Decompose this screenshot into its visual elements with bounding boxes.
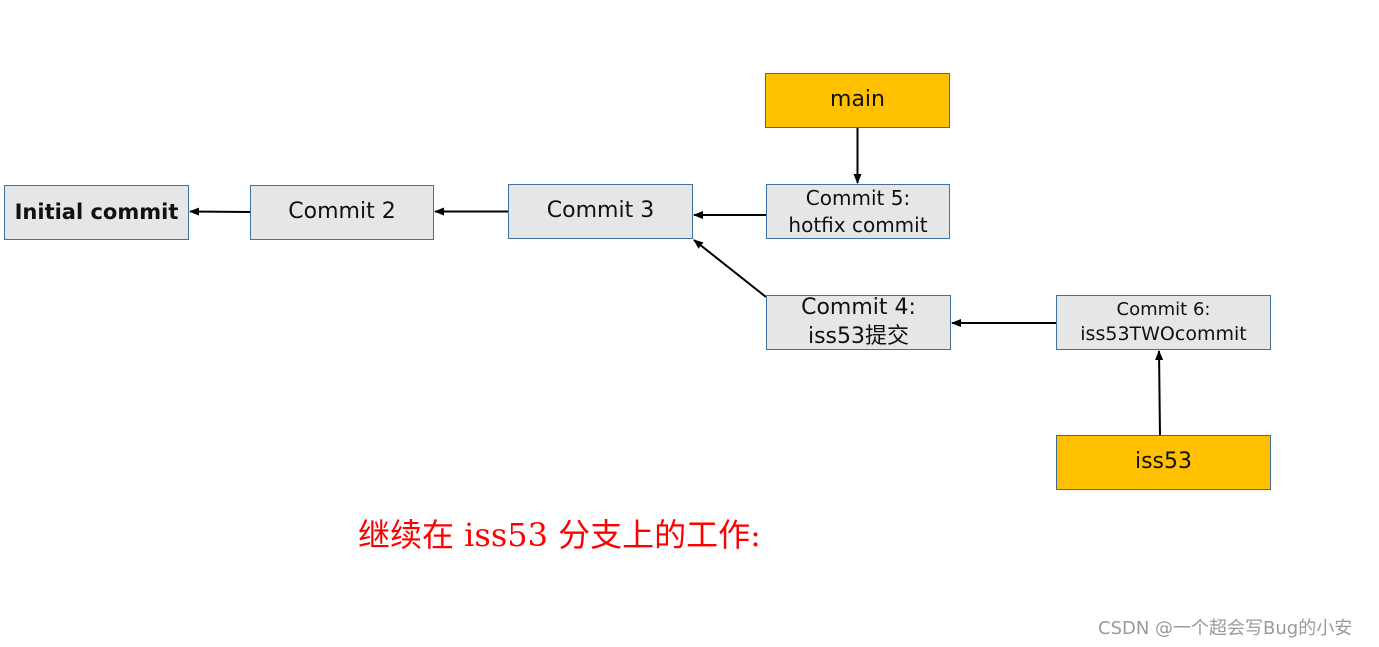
caption-text: 继续在 iss53 分支上的工作: — [358, 516, 761, 554]
commit-label: Commit 2 — [288, 199, 396, 225]
edge-commit4-to-commit3 — [693, 239, 767, 298]
branch-label: main — [830, 87, 885, 113]
commit-node-6: Commit 6: iss53TWOcommit — [1056, 295, 1271, 350]
edge-iss53-to-commit6 — [1155, 350, 1164, 436]
commit-message: iss53TWOcommit — [1080, 322, 1247, 345]
branch-label: iss53 — [1134, 449, 1193, 475]
branch-pointer-iss53: iss53 — [1056, 435, 1271, 490]
commit-message: iss53提交 — [807, 323, 910, 349]
branch-pointer-main: main — [765, 73, 950, 128]
commit-label: Commit 3 — [546, 198, 655, 224]
watermark-text: CSDN @一个超会写Bug的小安 — [1098, 618, 1353, 639]
commit-node-initial: Initial commit — [4, 185, 189, 240]
commit-node-5: Commit 5: hotfix commit — [766, 184, 950, 239]
commit-node-2: Commit 2 — [250, 185, 434, 240]
commit-label: Initial commit — [14, 199, 179, 224]
commit-title: Commit 6: — [1116, 298, 1211, 320]
commit-message: hotfix commit — [788, 212, 928, 237]
edge-commit2-to-initial — [189, 207, 251, 216]
commit-node-3: Commit 3 — [508, 184, 693, 239]
commit-title: Commit 5: — [805, 185, 911, 210]
commit-node-4: Commit 4: iss53提交 — [766, 295, 951, 350]
commit-title: Commit 4: — [801, 294, 916, 320]
